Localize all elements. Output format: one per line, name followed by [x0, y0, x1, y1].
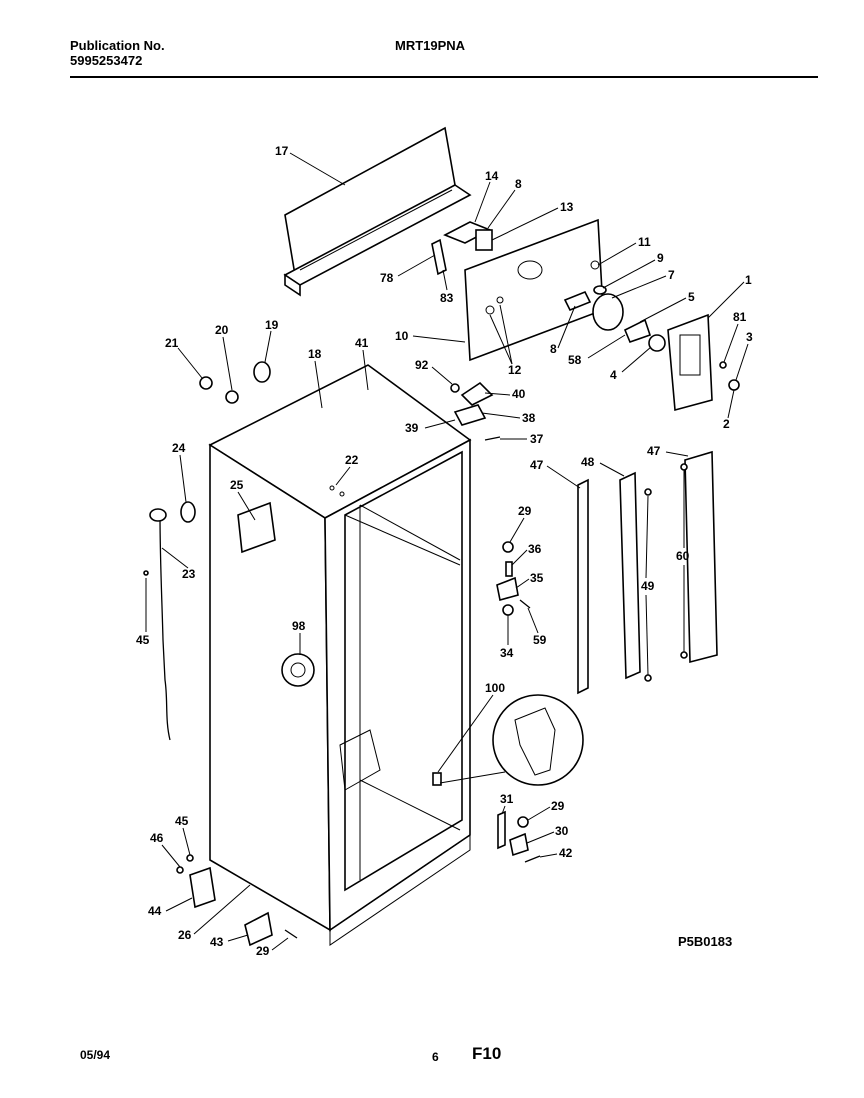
callout-58: 58: [568, 353, 582, 367]
callout-100: 100: [485, 681, 505, 695]
callout-60: 60: [676, 549, 690, 563]
callout-22: 22: [345, 453, 359, 467]
callout-43: 43: [210, 935, 224, 949]
callout-34: 34: [500, 646, 514, 660]
callout-45: 45: [136, 633, 150, 647]
callout-81: 81: [733, 310, 747, 324]
callout-31: 31: [500, 792, 514, 806]
callout-18: 18: [308, 347, 322, 361]
callout-40: 40: [512, 387, 526, 401]
callout-98: 98: [292, 619, 306, 633]
callout-13: 13: [560, 200, 574, 214]
callout-30: 30: [555, 824, 569, 838]
callout-38: 38: [522, 411, 536, 425]
bottom-right-parts: [497, 810, 541, 863]
callout-46: 46: [150, 831, 164, 845]
detail-magnifier: [439, 694, 584, 786]
header-rule: [70, 76, 818, 78]
refrigerator-cabinet: [208, 364, 472, 946]
footer-figure: F10: [472, 1044, 502, 1063]
callout-36: 36: [528, 542, 542, 556]
callout-83: 83: [440, 291, 454, 305]
callout-1: 1: [745, 273, 752, 287]
callout-23: 23: [182, 567, 196, 581]
callout-49: 49: [641, 579, 655, 593]
callout-5: 5: [688, 290, 695, 304]
callout-19: 19: [265, 318, 279, 332]
callout-47: 47: [530, 458, 544, 472]
light-housing: [667, 313, 740, 412]
callout-25: 25: [230, 478, 244, 492]
callout-37: 37: [530, 432, 544, 446]
callout-11: 11: [638, 235, 651, 249]
publication-label: Publication No.: [70, 38, 165, 53]
footer-date: 05/94: [80, 1048, 111, 1062]
callout-47-second: 47: [647, 444, 661, 458]
callout-45-second: 45: [175, 814, 189, 828]
callout-3: 3: [746, 330, 753, 344]
callout-26: 26: [178, 928, 192, 942]
callout-24: 24: [172, 441, 186, 455]
callout-35: 35: [530, 571, 544, 585]
top-trim-panel: [283, 126, 472, 297]
callout-4: 4: [610, 368, 617, 382]
callout-7: 7: [668, 268, 675, 282]
callout-10: 10: [395, 329, 409, 343]
door-strips: [577, 450, 718, 695]
callout-29-second: 29: [551, 799, 565, 813]
middle-parts: [496, 541, 531, 616]
callout-42: 42: [559, 846, 573, 860]
callout-12: 12: [508, 363, 522, 377]
callout-17: 17: [275, 144, 289, 158]
callout-9: 9: [657, 251, 664, 265]
callout-8: 8: [515, 177, 522, 191]
callout-8-second: 8: [550, 342, 557, 356]
callout-29-third: 29: [256, 944, 270, 958]
diagram-code: P5B0183: [678, 934, 733, 949]
callout-20: 20: [215, 323, 229, 337]
bracket-parts: [431, 221, 493, 276]
callout-21: 21: [165, 336, 179, 350]
callout-92: 92: [415, 358, 429, 372]
callout-78: 78: [380, 271, 394, 285]
callout-44: 44: [148, 904, 162, 918]
callout-labels: 17 14 8 13 78 83 11 9 7 1 5 81 3 10 8 58…: [136, 144, 753, 958]
model-number: MRT19PNA: [395, 38, 466, 53]
callout-29: 29: [518, 504, 532, 518]
callout-2: 2: [723, 417, 730, 431]
footer-page-number: 6: [432, 1050, 439, 1064]
callout-39: 39: [405, 421, 419, 435]
callout-14: 14: [485, 169, 499, 183]
bottom-left-parts: [176, 854, 298, 947]
callout-59: 59: [533, 633, 547, 647]
top-hinge-parts: [450, 381, 501, 441]
callout-48: 48: [581, 455, 595, 469]
handle-rod: [143, 501, 196, 741]
callout-41: 41: [355, 336, 369, 350]
publication-number: 5995253472: [70, 53, 143, 68]
